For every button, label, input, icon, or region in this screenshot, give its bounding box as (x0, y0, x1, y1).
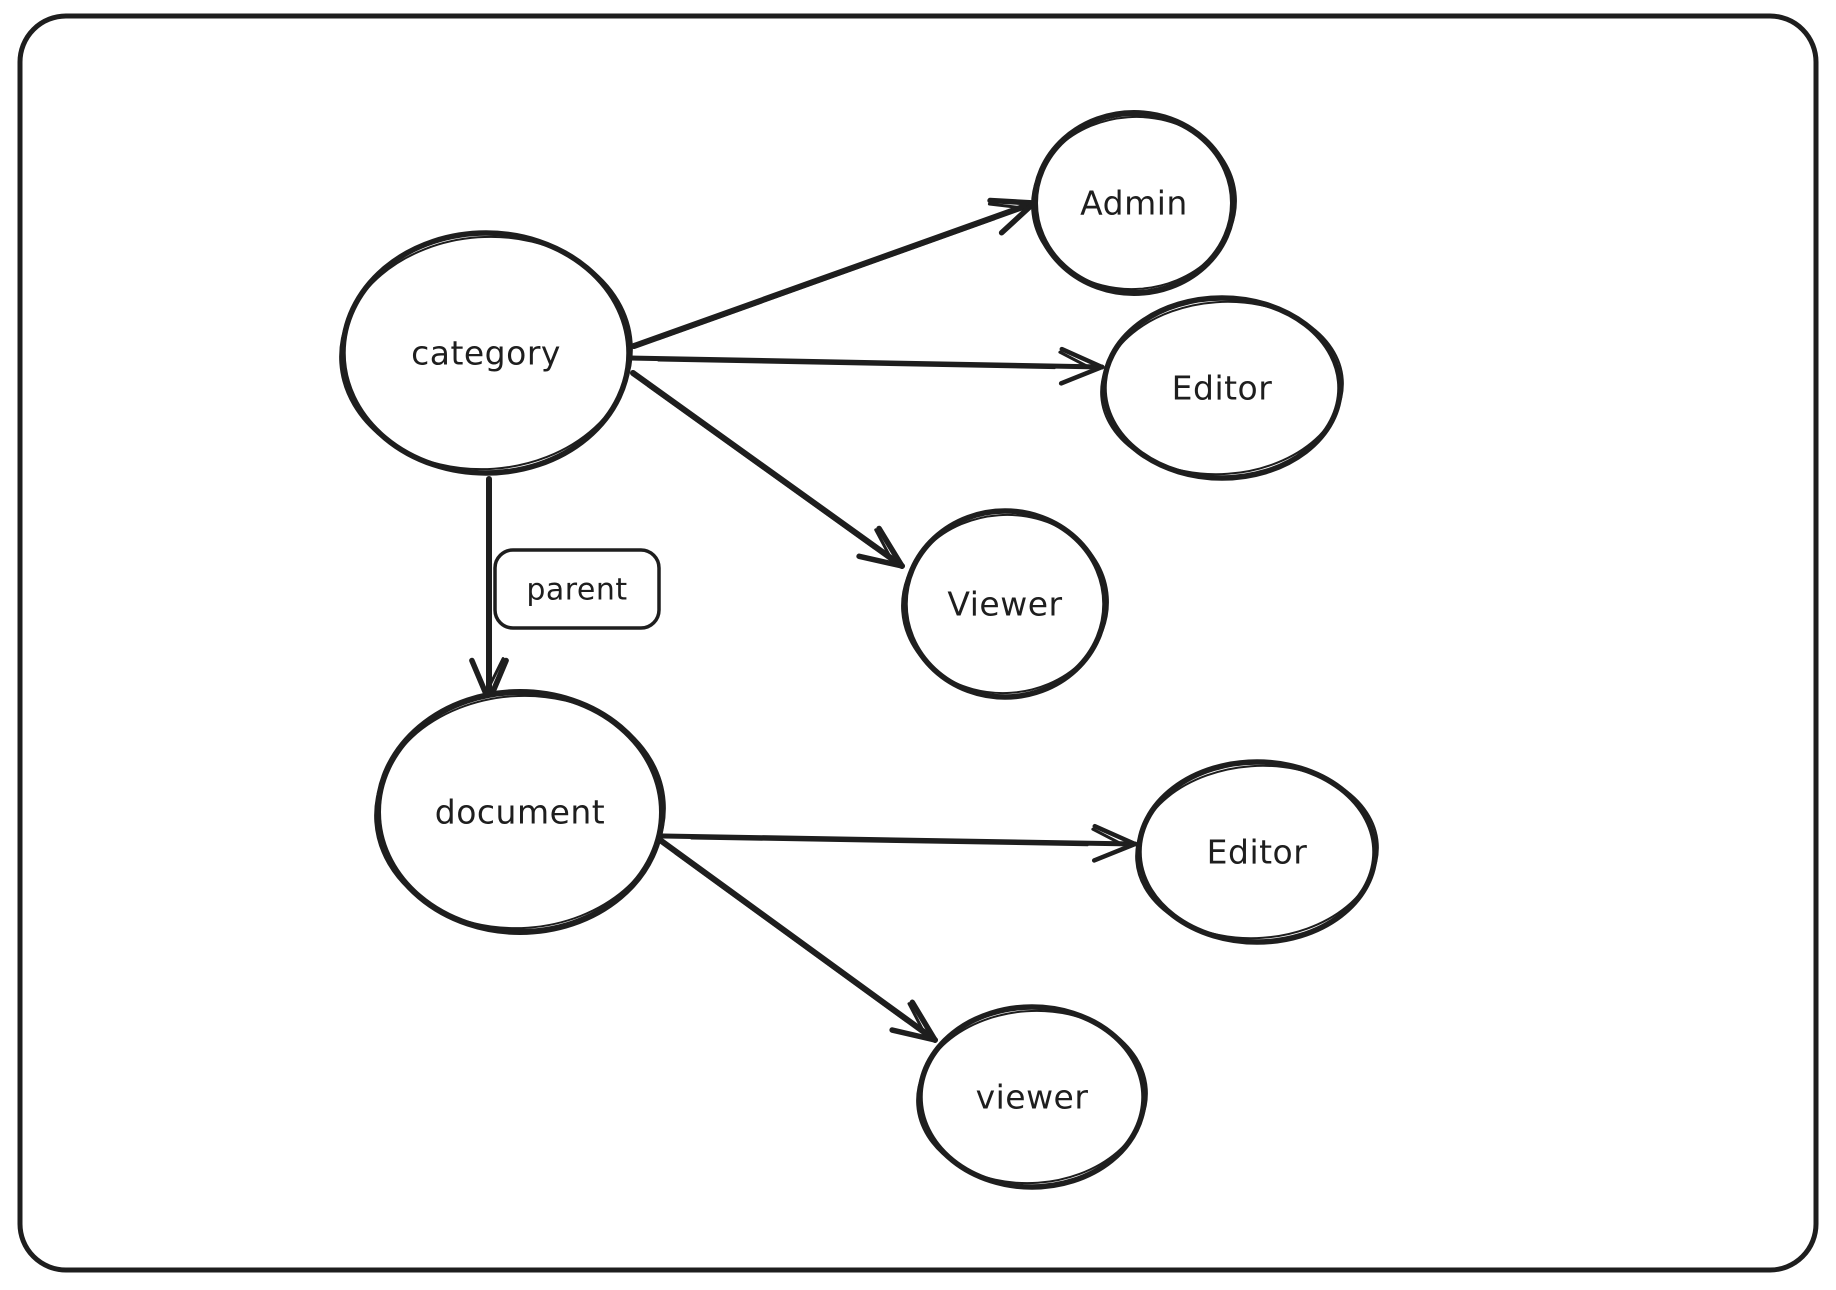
arrowhead-sketch (1091, 827, 1123, 846)
arrowhead (987, 197, 1037, 206)
edge-line (630, 370, 905, 569)
node-viewer-top: Viewer (901, 508, 1109, 700)
node-label: viewer (976, 1078, 1089, 1117)
node-shape-sketch (374, 694, 666, 930)
edge-label-box (493, 548, 661, 630)
edge-category-editor (627, 346, 1105, 386)
edge-line (657, 837, 938, 1043)
node-shape-sketch (916, 1009, 1148, 1185)
edge-line-sketch (647, 385, 875, 550)
node-shape (375, 689, 665, 935)
node-shape (902, 508, 1108, 700)
edge-line (627, 355, 1105, 370)
edge-document-editor (660, 823, 1138, 863)
edge-line (631, 200, 1037, 349)
arrowhead (1091, 841, 1138, 863)
arrowhead (909, 999, 938, 1043)
node-shape-sketch (901, 513, 1109, 695)
node-label: document (435, 793, 606, 832)
node-shape (917, 1004, 1147, 1190)
frame-border (17, 13, 1819, 1273)
edge-category-admin (631, 197, 1037, 349)
edge-line-sketch (657, 359, 1056, 370)
node-category: category (339, 230, 633, 476)
arrowhead-sketch (987, 202, 1023, 210)
node-admin: Admin (1031, 110, 1237, 296)
edge-line-sketch (690, 837, 1089, 847)
node-shape-sketch (339, 235, 633, 471)
edge-label: parent (526, 573, 627, 608)
node-label: Editor (1207, 833, 1308, 872)
arrowhead-sketch (1058, 350, 1090, 369)
node-shape-sketch (1135, 764, 1379, 940)
arrowhead (1059, 346, 1105, 370)
node-shape (1101, 295, 1343, 481)
arrowhead (876, 525, 905, 569)
node-shape-sketch (1100, 300, 1344, 476)
node-label: Admin (1080, 184, 1188, 223)
node-document: document (374, 689, 666, 935)
node-label: Editor (1172, 369, 1273, 408)
node-label: Viewer (947, 585, 1062, 624)
node-shape (1032, 110, 1236, 296)
node-viewer-bottom: viewer (916, 1004, 1148, 1190)
arrowhead (998, 200, 1037, 236)
arrowhead (1058, 364, 1105, 386)
arrowhead-sketch (874, 528, 893, 560)
edge-line (660, 833, 1138, 847)
arrowhead-sketch (907, 1002, 926, 1034)
node-shape (1136, 759, 1378, 945)
node-shape (340, 230, 632, 476)
node-editor-top: Editor (1100, 295, 1344, 481)
edge-document-viewer (657, 837, 938, 1043)
edge-line-sketch (657, 218, 996, 341)
arrowhead-sketch (487, 657, 505, 689)
edge-line-sketch (674, 852, 908, 1023)
edge-category-document: parent (469, 476, 661, 704)
arrowhead (856, 553, 905, 569)
arrowhead (889, 1027, 938, 1043)
node-shape-sketch (1031, 115, 1237, 291)
edge-category-viewer (630, 370, 905, 569)
node-label: category (411, 334, 561, 373)
node-editor-bottom: Editor (1135, 759, 1379, 945)
arrowhead (1092, 823, 1138, 847)
